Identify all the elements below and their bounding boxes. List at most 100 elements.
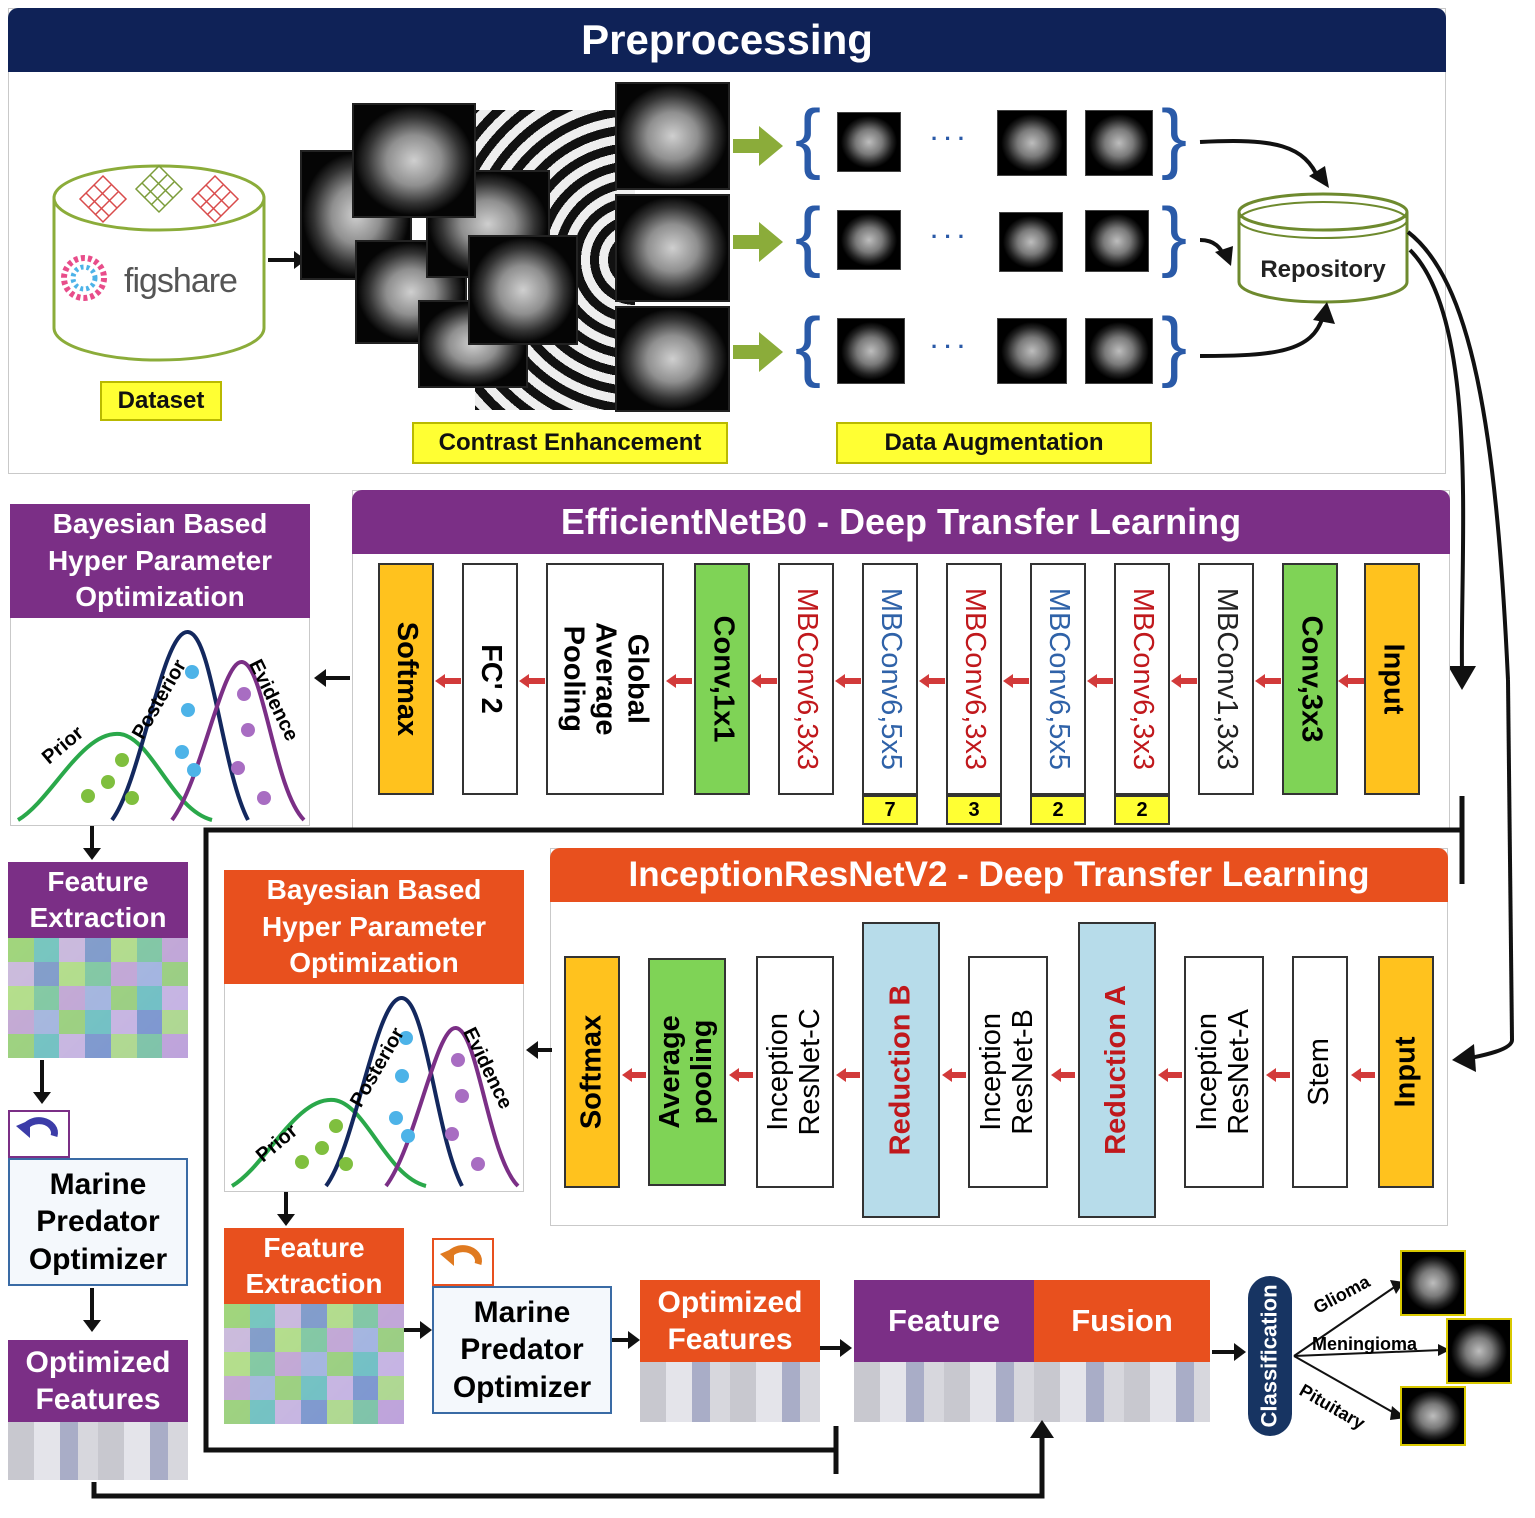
augmented-image bbox=[1085, 318, 1153, 384]
efficientnet-block-label: MBConv6,3x3 bbox=[958, 587, 991, 771]
flow-arrow-icon bbox=[919, 674, 945, 688]
mri-slice bbox=[352, 103, 476, 218]
feature-cell bbox=[33, 962, 60, 986]
feature-cell bbox=[352, 1352, 379, 1376]
augment-row: { · · · } bbox=[795, 93, 1195, 186]
feature-cell bbox=[249, 1304, 276, 1328]
efficientnet-repeat-badge: 2 bbox=[1114, 795, 1170, 825]
feature-cell bbox=[59, 986, 86, 1010]
preprocessing-title: Preprocessing bbox=[581, 16, 873, 63]
arrow-down bbox=[277, 1192, 295, 1226]
feature-cell bbox=[301, 1304, 327, 1328]
arrows-to-repository bbox=[1199, 138, 1335, 358]
arrow-to-fusion bbox=[91, 1420, 1054, 1499]
feature-cell bbox=[352, 1376, 379, 1400]
feature-cell bbox=[85, 938, 111, 962]
inception-block-label: Softmax bbox=[575, 1014, 608, 1130]
feature-cell bbox=[85, 962, 111, 986]
efficientnet-block: MBConv6,5x5 bbox=[862, 563, 918, 795]
open-brace: { bbox=[795, 93, 822, 181]
feature-cell bbox=[275, 1352, 302, 1376]
bayes-bottom-banner: Bayesian Based Hyper Parameter Optimizat… bbox=[224, 870, 524, 984]
feature-cell bbox=[301, 1328, 327, 1352]
bayes-top-banner: Bayesian Based Hyper Parameter Optimizat… bbox=[10, 504, 310, 618]
augmented-image bbox=[997, 110, 1067, 176]
mri-slice-enhanced bbox=[615, 306, 730, 412]
inception-block-label: Inception ResNet-A bbox=[1191, 1009, 1256, 1135]
feature-cell bbox=[136, 1034, 163, 1058]
feature-fusion-left: Feature bbox=[854, 1280, 1034, 1362]
class-glioma-image bbox=[1400, 1250, 1466, 1316]
open-brace: { bbox=[795, 301, 822, 389]
left-optimized-feature-map bbox=[8, 1422, 188, 1480]
mri-slice-enhanced bbox=[615, 82, 730, 190]
feature-cell bbox=[85, 1034, 111, 1058]
ellipsis: · · · bbox=[931, 334, 966, 359]
flow-arrow-icon bbox=[751, 674, 777, 688]
efficientnet-block: Conv,1x1 bbox=[694, 563, 750, 795]
feature-cell bbox=[33, 1034, 60, 1058]
left-feature-map bbox=[8, 938, 188, 1058]
flow-arrow-icon bbox=[1003, 674, 1029, 688]
dataset-cylinder-icon bbox=[52, 164, 266, 362]
feature-cell bbox=[136, 1010, 163, 1034]
efficientnet-block: MBConv6,3x3 bbox=[946, 563, 1002, 795]
close-brace: } bbox=[1161, 93, 1188, 181]
efficientnet-block: MBConv6,3x3 bbox=[1114, 563, 1170, 795]
left-marine-predator-label: Marine Predator Optimizer bbox=[28, 1167, 168, 1276]
repository-label: Repository bbox=[1260, 256, 1386, 283]
efficientnet-repeat-badge: 7 bbox=[862, 795, 918, 825]
close-brace: } bbox=[1161, 191, 1188, 279]
inception-block-label: Input bbox=[1389, 1036, 1422, 1108]
efficientnet-title: EfficientNetB0 - Deep Transfer Learning bbox=[560, 501, 1242, 542]
flow-arrow-icon bbox=[519, 674, 545, 688]
feature-cell bbox=[8, 986, 34, 1010]
arrow-right bbox=[1212, 1343, 1246, 1361]
augment-arrow-icon bbox=[733, 332, 783, 372]
feature-cell bbox=[326, 1400, 353, 1424]
feature-label: Feature bbox=[888, 1303, 1000, 1338]
inception-block: Reduction A bbox=[1078, 922, 1156, 1218]
efficientnet-block-label: MBConv6,5x5 bbox=[1042, 587, 1075, 771]
feature-cell bbox=[224, 1328, 250, 1352]
feature-cell bbox=[85, 986, 111, 1010]
feature-cell bbox=[275, 1328, 302, 1352]
feature-cell bbox=[110, 962, 137, 986]
feature-cell bbox=[275, 1304, 302, 1328]
efficientnet-block-label: Conv,3x3 bbox=[1294, 615, 1327, 743]
inception-block: Inception ResNet-C bbox=[756, 956, 834, 1188]
feature-cell bbox=[249, 1376, 276, 1400]
feature-cell bbox=[8, 962, 34, 986]
feature-cell bbox=[59, 962, 86, 986]
feature-cell bbox=[301, 1400, 327, 1424]
feature-fusion-right: Fusion bbox=[1034, 1280, 1210, 1362]
feature-cell bbox=[162, 1010, 188, 1034]
inception-block-label: Average pooling bbox=[654, 1015, 719, 1129]
inception-block: Reduction B bbox=[862, 922, 940, 1218]
feature-cell bbox=[33, 986, 60, 1010]
flow-arrow-icon bbox=[1171, 674, 1197, 688]
arrow-right bbox=[404, 1321, 432, 1339]
feature-cell bbox=[352, 1328, 379, 1352]
feature-cell bbox=[85, 1010, 111, 1034]
efficientnet-block: Softmax bbox=[378, 563, 434, 795]
efficientnet-banner: EfficientNetB0 - Deep Transfer Learning bbox=[352, 490, 1450, 554]
efficientnet-block: Input bbox=[1364, 563, 1420, 795]
bottom-optimized-features-label: Optimized Features bbox=[640, 1280, 820, 1362]
efficientnet-block-label: MBConv6,3x3 bbox=[1126, 587, 1159, 771]
inception-block-label: Reduction A bbox=[1100, 985, 1133, 1155]
flow-arrow-icon bbox=[1255, 674, 1281, 688]
arrow-right bbox=[820, 1339, 852, 1357]
bayes-top-title: Bayesian Based Hyper Parameter Optimizat… bbox=[47, 508, 273, 613]
augmented-image bbox=[837, 112, 901, 172]
feature-cell bbox=[301, 1376, 327, 1400]
close-brace: } bbox=[1161, 301, 1188, 389]
inception-block: Inception ResNet-A bbox=[1184, 956, 1264, 1188]
feature-cell bbox=[352, 1400, 379, 1424]
feature-cell bbox=[162, 986, 188, 1010]
bottom-feature-extraction-label: Feature Extraction bbox=[224, 1228, 404, 1304]
feature-cell bbox=[8, 1034, 34, 1058]
efficientnet-block-label: Global Average Pooling bbox=[558, 622, 654, 736]
efficientnet-block-label: Softmax bbox=[390, 621, 423, 737]
feature-cell bbox=[326, 1328, 353, 1352]
